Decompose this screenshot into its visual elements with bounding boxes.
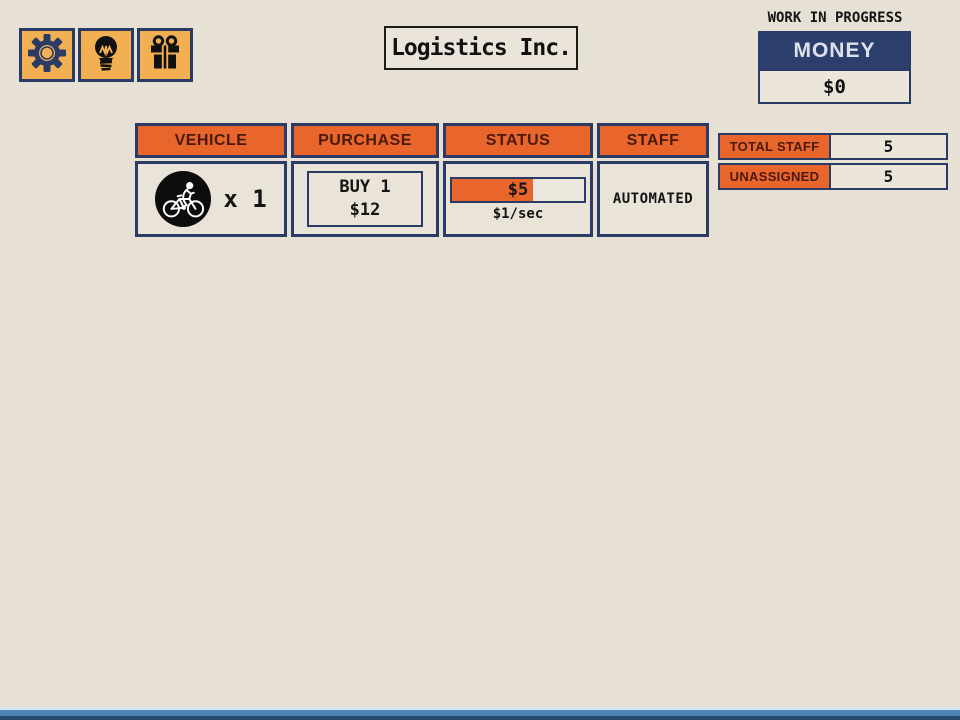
- wip-label: WORK IN PROGRESS: [767, 10, 903, 26]
- bottom-bar: [0, 707, 960, 720]
- rewards-button[interactable]: [137, 28, 193, 82]
- earn-rate-label: $1/sec: [492, 205, 544, 222]
- upgrades-button[interactable]: [78, 28, 134, 82]
- progress-bar-value: $5: [507, 179, 529, 200]
- header-purchase: PURCHASE: [291, 123, 439, 158]
- staff-status-label: AUTOMATED: [612, 191, 694, 207]
- table-row: x 1 BUY 1 $12 $5 $1/sec AUTO: [135, 161, 709, 237]
- lightbulb-icon: [87, 33, 125, 77]
- gear-icon: [27, 33, 67, 77]
- staff-panel: TOTAL STAFF 5 UNASSIGNED 5: [718, 133, 948, 190]
- money-label: MONEY: [760, 33, 909, 69]
- game-title: Logistics Inc.: [391, 35, 572, 61]
- staff-cell: AUTOMATED: [597, 161, 709, 237]
- unassigned-value: 5: [831, 163, 948, 190]
- vehicle-count: x 1: [223, 185, 267, 213]
- bottom-bar-stripe: [0, 710, 960, 716]
- vehicle-cell: x 1: [135, 161, 287, 237]
- money-value: $0: [760, 69, 909, 102]
- purchase-cell: BUY 1 $12: [291, 161, 439, 237]
- total-staff-value: 5: [831, 133, 948, 160]
- unassigned-row: UNASSIGNED 5: [718, 163, 948, 190]
- total-staff-label: TOTAL STAFF: [718, 133, 831, 160]
- money-panel: MONEY $0: [758, 31, 911, 104]
- game-title-box: Logistics Inc.: [384, 26, 578, 70]
- buy-button[interactable]: BUY 1 $12: [307, 171, 423, 227]
- gift-icon: [146, 33, 184, 77]
- vehicle-table: VEHICLE PURCHASE STATUS STAFF: [135, 123, 709, 237]
- header-status: STATUS: [443, 123, 593, 158]
- bicycle-icon: [155, 171, 212, 227]
- toolbar: [19, 28, 193, 82]
- unassigned-label: UNASSIGNED: [718, 163, 831, 190]
- progress-bar: $5: [450, 176, 586, 203]
- header-vehicle: VEHICLE: [135, 123, 287, 158]
- bottom-bar-highlight: [0, 707, 960, 710]
- header-staff: STAFF: [597, 123, 709, 158]
- bottom-bar-shadow: [0, 716, 960, 720]
- progress-bar-fill: [452, 178, 533, 201]
- status-cell: $5 $1/sec: [443, 161, 593, 237]
- table-header-row: VEHICLE PURCHASE STATUS STAFF: [135, 123, 709, 158]
- buy-button-label: BUY 1: [339, 177, 391, 198]
- buy-button-price: $12: [349, 200, 381, 220]
- settings-button[interactable]: [19, 28, 75, 82]
- total-staff-row: TOTAL STAFF 5: [718, 133, 948, 160]
